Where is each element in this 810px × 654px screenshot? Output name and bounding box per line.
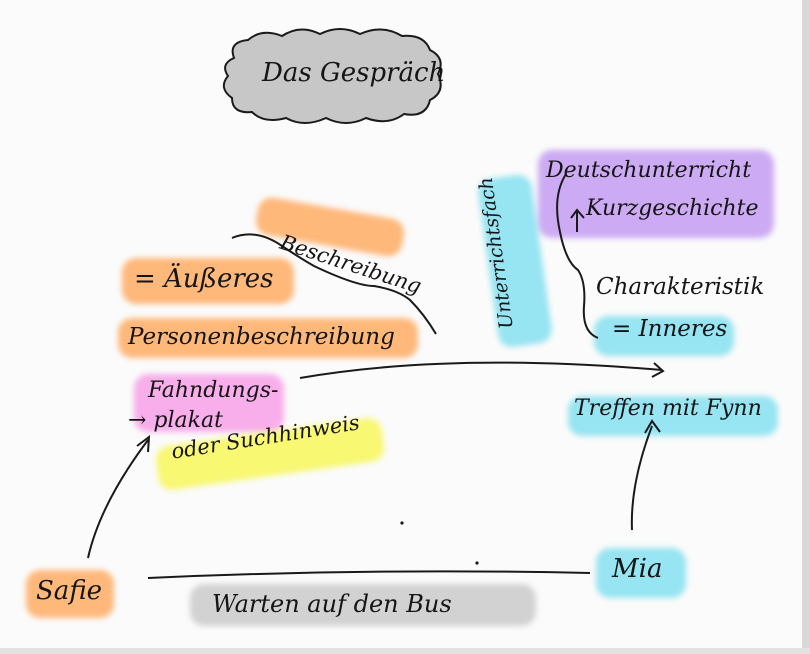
safie-fahndung-arrow — [87, 434, 151, 559]
mia-label: Mia — [612, 554, 663, 584]
kurzgeschichte-label: Kurzgeschichte — [586, 196, 759, 221]
dot-1 — [400, 521, 404, 525]
frame-bottom-edge — [0, 648, 810, 654]
charakteristik-highlight — [594, 316, 734, 356]
dot-2 — [475, 561, 479, 565]
kurzgeschichte-arrow — [570, 208, 585, 232]
treffen-highlight — [568, 396, 778, 436]
fahndungsplakat-highlight — [134, 374, 284, 432]
treffen-label: Treffen mit Fynn — [574, 396, 762, 421]
title-text: Das Gespräch — [262, 58, 446, 88]
unterrichtsfach-brace — [556, 173, 599, 339]
mia-highlight — [596, 548, 686, 598]
charakteristik-label: Charakteristik — [596, 274, 765, 300]
frame-right-edge — [802, 0, 810, 654]
personenbeschreibung-label: Personenbeschreibung — [128, 324, 395, 350]
fahndung-treffen-arrow — [299, 361, 665, 379]
aeusseres-label: = Äußeres — [134, 264, 274, 294]
safie-label: Safie — [36, 576, 103, 606]
inneres-label: = Inneres — [612, 316, 728, 342]
mia-treffen-arrow — [630, 419, 661, 531]
aeusseres-highlight — [122, 258, 294, 304]
fahndungsplakat-label-1: Fahndungs- — [148, 378, 279, 403]
warten-label: Warten auf den Bus — [212, 590, 452, 618]
warten-highlight — [190, 584, 536, 626]
beschreibung-brace — [231, 233, 437, 335]
fahndungsplakat-label-2: → plakat — [128, 408, 223, 433]
safie-mia-line — [147, 570, 591, 579]
title-cloud — [222, 28, 442, 124]
personenbeschreibung-highlight — [118, 318, 418, 358]
deutschunterricht-label: Deutschunterricht — [546, 158, 752, 183]
safie-highlight — [26, 570, 114, 618]
